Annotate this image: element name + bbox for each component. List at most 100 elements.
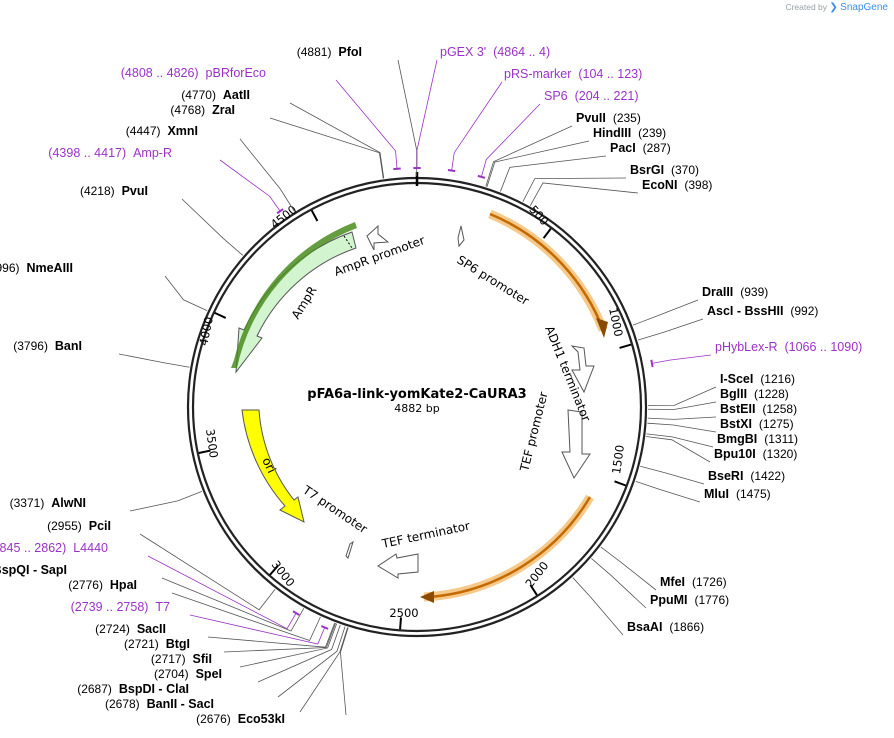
- leader-line-aatii: [289, 102, 385, 179]
- site-label-bstxi: BstXI (1275): [720, 417, 794, 431]
- plasmid-title-block: pFA6a-link-yomKate2-CaURA3 4882 bp: [307, 387, 526, 415]
- site-gap-alwni: [44, 496, 51, 510]
- site-gap-phyblexr: [778, 340, 785, 354]
- leader-line-pcii: [139, 533, 276, 611]
- tick-label-1500: 1500: [609, 444, 627, 475]
- site-name-bsrgi: BsrGI: [630, 163, 664, 177]
- leader-line-spei: [257, 624, 341, 683]
- leader-line-bspqi: [161, 577, 305, 632]
- site-gap-eco53ki: [231, 712, 238, 726]
- leader-line-prsmarker: [451, 81, 503, 171]
- site-position-pbrforeco: (4808 .. 4826): [121, 66, 199, 80]
- feature-label-sp6-promoter: SP6 promoter: [454, 253, 531, 308]
- site-gap-hpai: [103, 578, 110, 592]
- site-label-sfii: (2717) SfiI: [151, 652, 212, 666]
- leader-line-pbrforeco: [335, 79, 398, 169]
- leader-line-asci: [637, 318, 704, 341]
- site-label-phyblexr: pHybLex-R (1066 .. 1090): [715, 340, 862, 354]
- site-position-pfoi: (4881): [297, 45, 332, 59]
- site-label-bani: (3796) BanI: [13, 339, 82, 353]
- site-gap-t7: [148, 600, 155, 614]
- site-label-prsmarker: pRS-marker (104 .. 123): [504, 67, 642, 81]
- plasmid-size: 4882 bp: [394, 402, 439, 415]
- site-label-pbrforeco: (4808 .. 4826) pBRforEco: [121, 66, 266, 80]
- site-label-pvui: (4218) PvuI: [80, 184, 148, 198]
- leader-line-pvui: [181, 198, 244, 256]
- site-position-ppumi: (1776): [694, 593, 729, 607]
- site-position-btgi: (2721): [124, 637, 159, 651]
- site-gap-bstxi: [752, 417, 759, 431]
- site-position-paci: (287): [643, 141, 671, 155]
- adh1-terminator-arrow: [570, 345, 595, 394]
- leader-line-bpu10i: [646, 436, 711, 463]
- feature-label-tef-promoter: TEF promoter: [517, 390, 551, 473]
- credit-text: Created by: [785, 2, 828, 12]
- site-label-aatii: (4770) AatII: [181, 88, 250, 102]
- leader-line-bmgbi: [646, 433, 714, 448]
- site-name-nmeaiii: NmeAIII: [26, 261, 73, 275]
- site-name-t7: T7: [155, 600, 170, 614]
- orange-cds-2: [429, 496, 592, 599]
- site-gap-prsmarker: [571, 67, 578, 81]
- site-label-isce: I-SceI (1216): [720, 372, 795, 386]
- leader-line-bsrgi: [522, 177, 627, 202]
- primer-mark-sp6: [477, 174, 486, 179]
- leader-line-sp6: [481, 103, 541, 177]
- site-name-btgi: BtgI: [166, 637, 190, 651]
- site-name-sacii: SacII: [137, 622, 166, 636]
- site-label-ppumi: PpuMI (1776): [650, 593, 729, 607]
- site-gap-asci: [783, 304, 790, 318]
- site-position-bstxi: (1275): [759, 417, 794, 431]
- site-gap-bseri: [743, 469, 750, 483]
- leader-line-hpai: [171, 592, 321, 641]
- leader-line-eco53ki: [340, 627, 349, 716]
- site-name-phyblexr: pHybLex-R: [715, 340, 778, 354]
- site-label-mfei: MfeI (1726): [660, 575, 727, 589]
- leader-line-draiii: [632, 299, 699, 326]
- leader-line-btgi: [223, 623, 336, 653]
- leader-line-t7: [189, 614, 326, 645]
- tick-mark-2000: [529, 584, 538, 596]
- leader-line-alwni: [129, 490, 203, 512]
- site-position-mfei: (1726): [692, 575, 727, 589]
- site-gap-l4440: [66, 541, 73, 555]
- site-position-sfii: (2717): [151, 652, 186, 666]
- feature-label-t7-promoter: T7 promoter: [299, 482, 369, 536]
- leader-line-paci: [500, 155, 607, 192]
- leader-line-ppumi: [591, 558, 647, 609]
- site-label-bspqi: (2839) BspQI - SapI: [0, 563, 67, 577]
- site-name-isce: I-SceI: [720, 372, 753, 386]
- leader-line-mfei: [600, 546, 657, 591]
- site-position-econi: (398): [684, 178, 712, 192]
- site-position-bmgbi: (1311): [764, 432, 798, 446]
- site-label-ampr_p: (4398 .. 4417) Amp-R: [48, 146, 172, 160]
- plasmid-name: pFA6a-link-yomKate2-CaURA3: [307, 387, 526, 402]
- site-name-bsteii: BstEII: [720, 402, 755, 416]
- orange-cds-1: [489, 212, 602, 323]
- leader-line-bglii: [647, 401, 717, 410]
- site-label-econi: EcoNI (398): [642, 178, 712, 192]
- leader-line-l4440: [147, 555, 297, 630]
- site-position-l4440: (2845 .. 2862): [0, 541, 66, 555]
- site-gap-spei: [189, 667, 196, 681]
- site-gap-bpu10i: [756, 447, 763, 461]
- site-gap-bsaai: [662, 620, 669, 634]
- tick-mark-500: [542, 228, 552, 239]
- leader-line-hindiii: [486, 140, 590, 187]
- primer-mark-phyblexr: [650, 359, 654, 368]
- site-position-prsmarker: (104 .. 123): [578, 67, 642, 81]
- site-gap-bani: [48, 339, 55, 353]
- leader-line-bsteii: [647, 416, 717, 420]
- site-label-pfoi: (4881) PfoI: [297, 45, 362, 59]
- site-label-asci: AscI - BssHII (992): [707, 304, 818, 318]
- leader-line-nmeaiii: [164, 275, 208, 311]
- site-gap-pcii: [82, 519, 89, 533]
- tick-mark-2500: [399, 617, 402, 630]
- feature-label-ampr: AmpR: [289, 284, 320, 322]
- tick-label-1000: 1000: [606, 306, 626, 338]
- feature-label-tef-terminator: TEF terminator: [380, 519, 471, 552]
- tick-mark-4000: [214, 311, 227, 319]
- site-gap-mlui: [729, 487, 736, 501]
